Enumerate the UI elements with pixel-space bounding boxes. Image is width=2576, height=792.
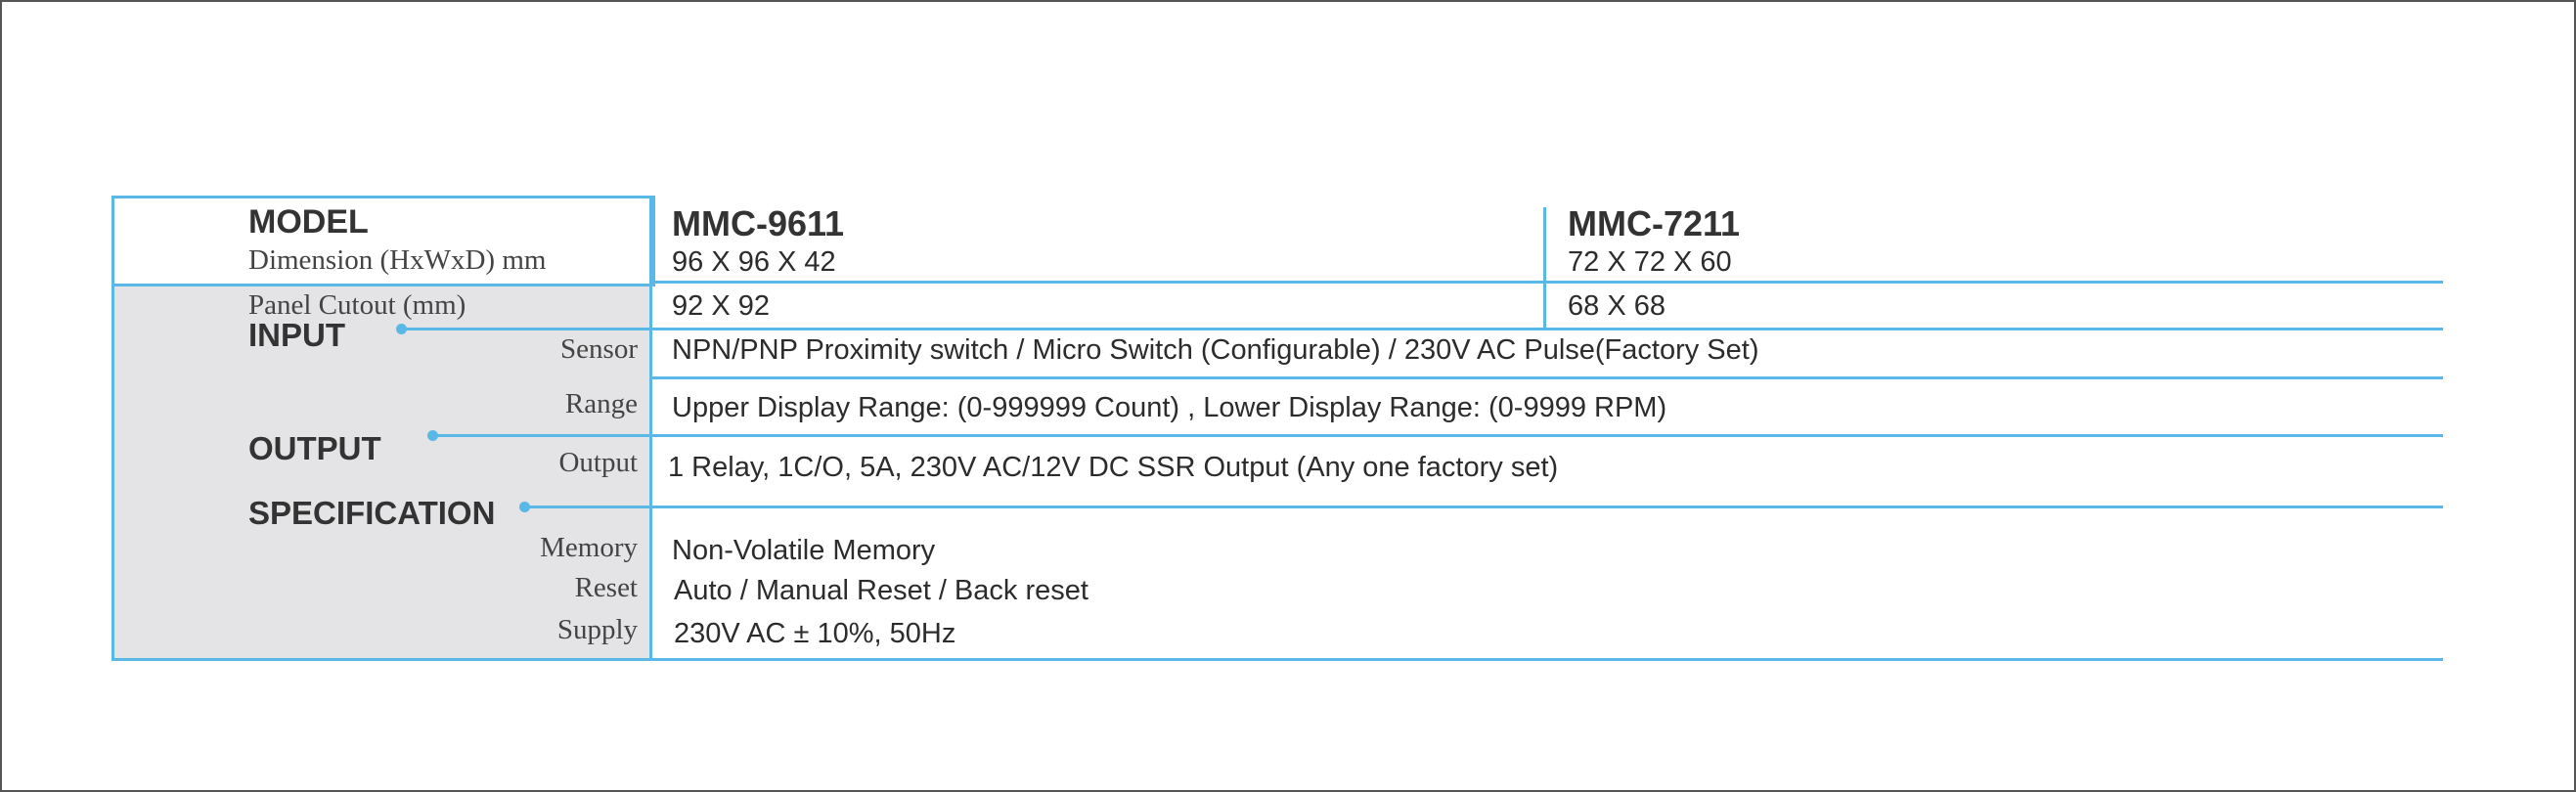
- panel-cutout-label: Panel Cutout (mm): [248, 289, 466, 321]
- specification-heading: SPECIFICATION: [248, 495, 496, 531]
- model-2-dimension: 72 X 72 X 60: [1568, 246, 1732, 278]
- model-1-panel-cutout: 92 X 92: [672, 290, 770, 322]
- memory-value: Non-Volatile Memory: [672, 535, 936, 566]
- specification-rule: [524, 506, 2443, 508]
- model-1-dimension: 96 X 96 X 42: [672, 246, 836, 278]
- sensor-bottom-rule: [649, 376, 2443, 379]
- label-column-right-border: [649, 196, 652, 661]
- supply-label: Supply: [556, 614, 638, 645]
- label-column: [111, 284, 652, 661]
- output-rule: [432, 434, 2443, 437]
- range-value: Upper Display Range: (0-999999 Count) , …: [672, 392, 1667, 423]
- sensor-value: NPN/PNP Proximity switch / Micro Switch …: [672, 334, 1759, 366]
- reset-value: Auto / Manual Reset / Back reset: [674, 575, 1088, 606]
- dimension-label: Dimension (HxWxD) mm: [248, 244, 547, 276]
- input-connector-dot: [396, 324, 407, 334]
- reset-label: Reset: [574, 572, 638, 603]
- label-column-left-border: [111, 284, 114, 661]
- memory-label: Memory: [540, 532, 638, 563]
- sensor-label: Sensor: [560, 333, 638, 365]
- model-label: MODEL: [248, 203, 369, 241]
- output-value: 1 Relay, 1C/O, 5A, 230V AC/12V DC SSR Ou…: [668, 452, 1559, 483]
- model-2-name: MMC-7211: [1568, 203, 1741, 243]
- output-label: Output: [558, 447, 638, 478]
- range-label: Range: [564, 388, 638, 419]
- table-bottom-rule: [111, 658, 2443, 661]
- supply-value: 230V AC ± 10%, 50Hz: [674, 618, 956, 649]
- input-heading: INPUT: [248, 317, 345, 353]
- model-1-name: MMC-9611: [672, 203, 845, 243]
- input-rule: [401, 328, 2443, 330]
- model-2-panel-cutout: 68 X 68: [1568, 290, 1666, 322]
- output-heading: OUTPUT: [248, 430, 381, 466]
- header-bottom-rule: [649, 281, 2443, 284]
- model-header-box: [111, 196, 655, 286]
- output-connector-dot: [427, 430, 438, 441]
- model-column-divider: [1543, 207, 1546, 330]
- specification-connector-dot: [519, 502, 530, 512]
